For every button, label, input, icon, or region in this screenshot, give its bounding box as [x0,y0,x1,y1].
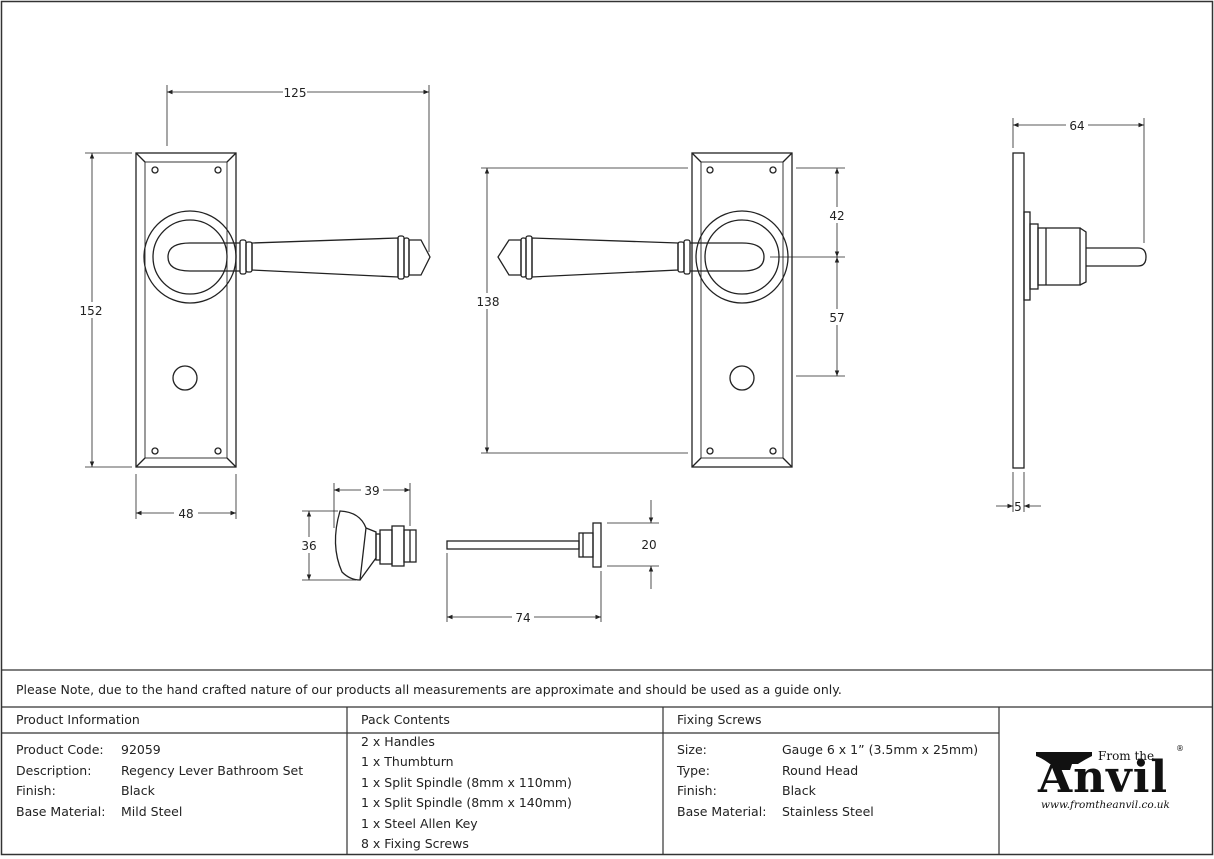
dim-front-152: 152 [80,304,103,318]
finish-value: Black [121,783,155,798]
screw-size-value: Gauge 6 x 1” (3.5mm x 25mm) [782,742,979,757]
pack-item: 2 x Handles [361,734,435,749]
product-code-label: Product Code: [16,742,104,757]
dim-spindle-20: 20 [641,538,656,552]
screw-type-value: Round Head [782,763,859,778]
description-value: Regency Lever Bathroom Set [121,763,304,778]
screw-material-label: Base Material: [677,804,767,819]
dim-thumbturn-36: 36 [301,539,316,553]
dim-spindle-74: 74 [515,611,530,625]
screw-material-value: Stainless Steel [782,804,874,819]
base-material-value: Mild Steel [121,804,183,819]
rear-view [497,152,793,468]
dim-rear-138: 138 [477,295,500,309]
dim-front-48: 48 [178,507,193,521]
logo-url: www.fromtheanvil.co.uk [1041,799,1170,811]
product-info-header: Product Information [16,712,140,727]
pack-item: 1 x Steel Allen Key [361,816,478,831]
screw-type-label: Type: [677,763,710,778]
dim-rear-42: 42 [829,209,844,223]
logo-wordmark: Anvil [1038,752,1169,803]
rear-backplate [691,152,793,468]
front-view [135,152,431,468]
logo-from-the: From the [1098,749,1155,763]
dim-thumbturn-39: 39 [364,484,379,498]
dim-front-125: 125 [284,86,307,100]
dim-rear-57: 57 [829,311,844,325]
spindle-view [446,522,602,568]
front-backplate [135,152,237,468]
pack-item: 8 x Fixing Screws [361,836,469,851]
logo-registered-mark: ® [1176,744,1184,753]
screw-finish-value: Black [782,783,816,798]
screw-finish-label: Finish: [677,783,717,798]
dim-side-5: 5 [1014,500,1022,514]
product-code-value: 92059 [121,742,161,757]
disclaimer-note: Please Note, due to the hand crafted nat… [16,682,842,697]
side-view [1012,152,1147,469]
thumbturn-view [334,510,417,581]
pack-item: 1 x Split Spindle (8mm x 110mm) [361,775,572,790]
pack-item: 1 x Split Spindle (8mm x 140mm) [361,795,572,810]
fixing-screws-header: Fixing Screws [677,712,762,727]
screw-size-label: Size: [677,742,707,757]
anvil-logo-icon [1036,752,1092,770]
base-material-label: Base Material: [16,804,106,819]
dim-side-64: 64 [1069,119,1084,133]
info-table-grid [2,669,1212,854]
description-label: Description: [16,763,92,778]
finish-label: Finish: [16,783,56,798]
pack-contents-header: Pack Contents [361,712,450,727]
pack-item: 1 x Thumbturn [361,754,454,769]
